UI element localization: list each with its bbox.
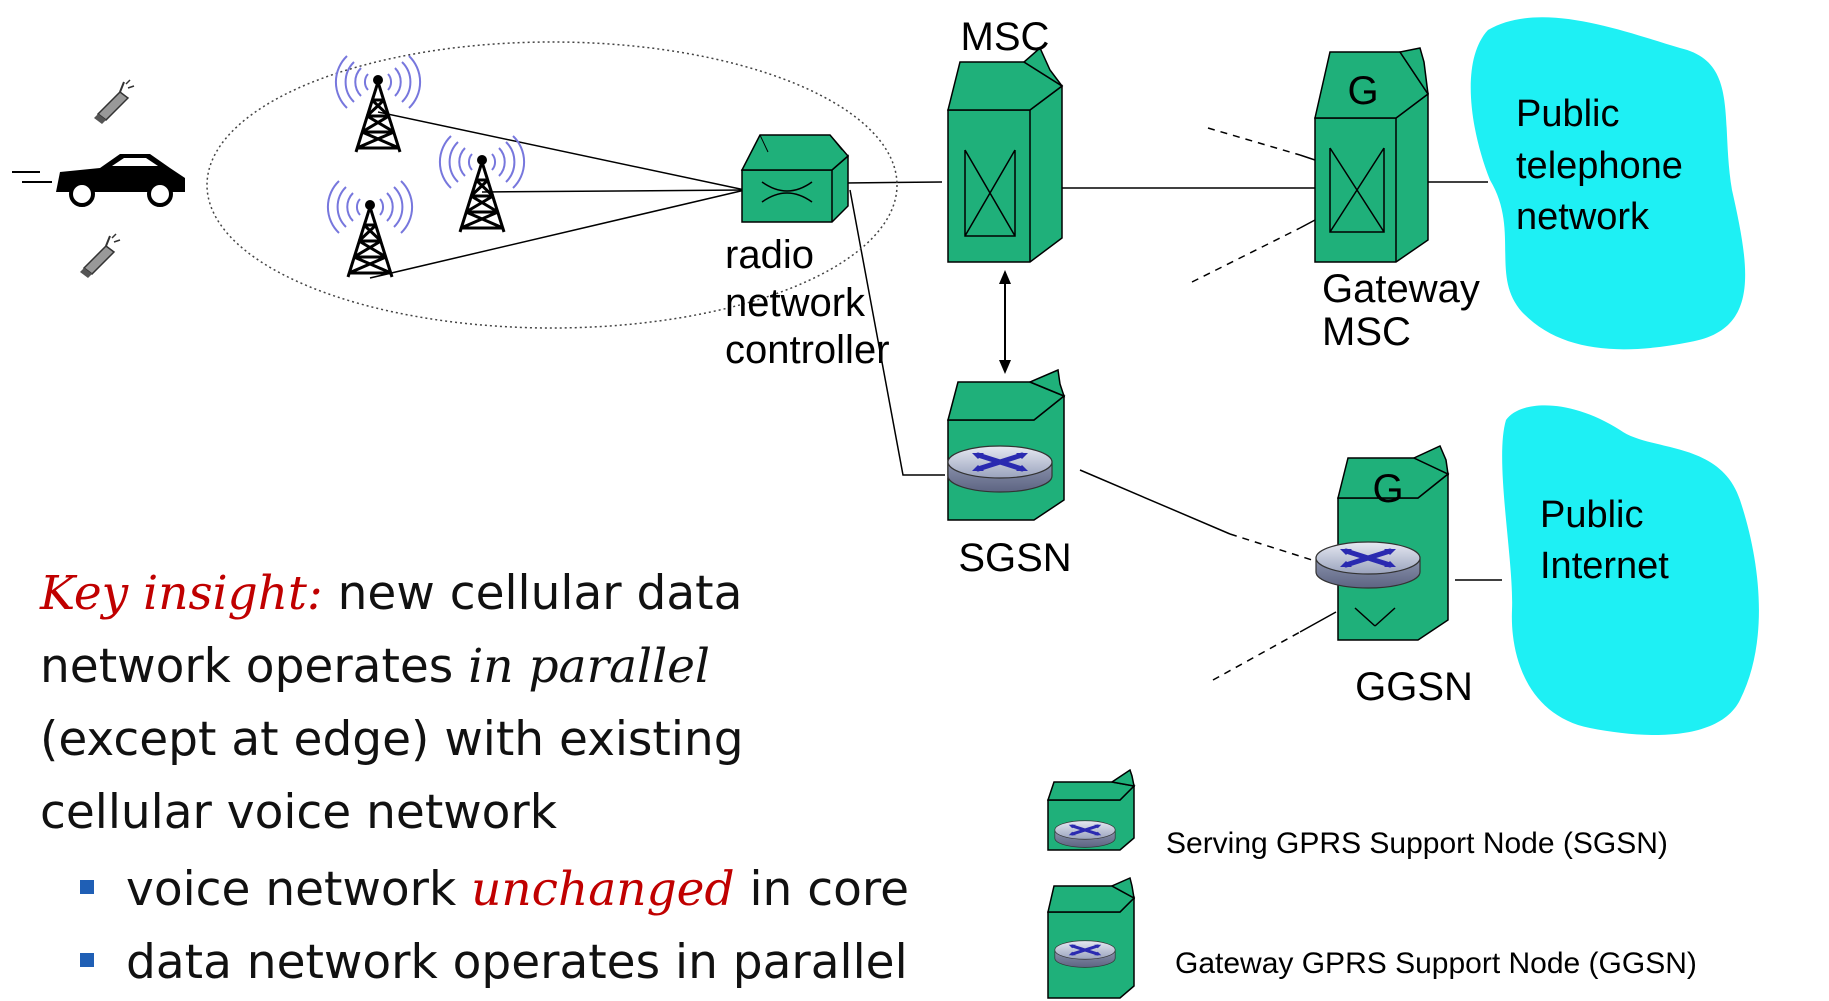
insight-line2-text: network operates <box>40 639 469 694</box>
sgsn-label: SGSN <box>958 536 1071 580</box>
gateway-msc-node <box>1314 47 1430 263</box>
router-icon <box>1053 819 1117 849</box>
bullet-square-icon <box>80 952 94 967</box>
cell-phone-icon <box>79 233 121 279</box>
gateway-msc-g-label: G <box>1347 69 1378 113</box>
public-internet-label-line1: Public <box>1540 494 1644 536</box>
link-tower3-rnc <box>369 189 746 279</box>
public-internet-cloud <box>1502 405 1759 735</box>
link-rnc-sgsn <box>849 189 945 476</box>
radio-tower-icon <box>438 134 526 234</box>
insight-line1-text: new cellular data <box>322 566 743 621</box>
insight-line3: (except at edge) with existing <box>40 712 744 767</box>
rnc-label-line1: radio <box>725 233 814 277</box>
insight-line4: cellular voice network <box>40 785 557 840</box>
public-telephone-network-cloud <box>1470 17 1746 350</box>
gateway-msc-label-line2: MSC <box>1322 310 1411 354</box>
ggsn-label: GGSN <box>1355 665 1473 709</box>
bullet-data-network: data network operates in parallel <box>80 935 908 990</box>
insight-line2-italic: in parallel <box>468 639 710 694</box>
rnc-label-line3: controller <box>725 328 890 372</box>
arrowhead-down <box>999 360 1011 374</box>
radio-tower-icon <box>326 179 414 279</box>
bullet-voice-network: voice network unchanged in core <box>80 862 909 917</box>
router-icon <box>1316 542 1420 588</box>
router-icon <box>948 446 1052 492</box>
bullet1-text-end: in core <box>734 862 910 917</box>
link-sgsn-ggsn <box>1079 469 1231 535</box>
msc-node <box>947 46 1064 263</box>
sgsn-node <box>948 368 1066 521</box>
car-icon <box>12 154 185 207</box>
msc-label: MSC <box>961 15 1050 59</box>
rnc-label-line2: network <box>725 281 866 325</box>
insight-line1: Key insight: new cellular data <box>40 555 742 633</box>
bullet1-text: voice network <box>126 862 472 917</box>
legend-sgsn-icon <box>1046 768 1136 851</box>
legend-ggsn-icon <box>1047 876 1136 999</box>
key-insight-label: Key insight: <box>40 566 323 621</box>
legend-ggsn-text: Gateway GPRS Support Node (GGSN) <box>1175 947 1697 980</box>
legend-sgsn-text: Serving GPRS Support Node (SGSN) <box>1166 827 1668 860</box>
arrowhead-up <box>999 270 1011 284</box>
ggsn-node <box>1316 444 1450 641</box>
ggsn-g-label: G <box>1372 467 1403 511</box>
link-tower1-rnc <box>377 111 746 191</box>
radio-coverage-ellipse <box>206 41 898 329</box>
gateway-msc-label-line1: Gateway <box>1322 267 1480 311</box>
insight-line2: network operates in parallel <box>40 628 710 706</box>
bullet1-italic: unchanged <box>471 862 735 917</box>
link-tower2-rnc <box>481 189 746 193</box>
public-telephone-label-line3: network <box>1516 196 1650 238</box>
router-icon <box>1053 939 1117 969</box>
cell-phone-icon <box>93 79 135 125</box>
bullet-square-icon <box>80 879 94 894</box>
link-rnc-msc <box>844 181 943 184</box>
public-telephone-label-line1: Public <box>1516 93 1620 135</box>
radio-network-controller-node <box>740 134 850 223</box>
links <box>369 111 1502 581</box>
legend: Serving GPRS Support Node (SGSN) Gateway… <box>1046 768 1697 999</box>
public-telephone-label-line2: telephone <box>1516 145 1683 187</box>
public-internet-label-line2: Internet <box>1540 545 1669 587</box>
radio-tower-icon <box>334 54 422 154</box>
bullet2-text: data network operates in parallel <box>126 935 908 990</box>
